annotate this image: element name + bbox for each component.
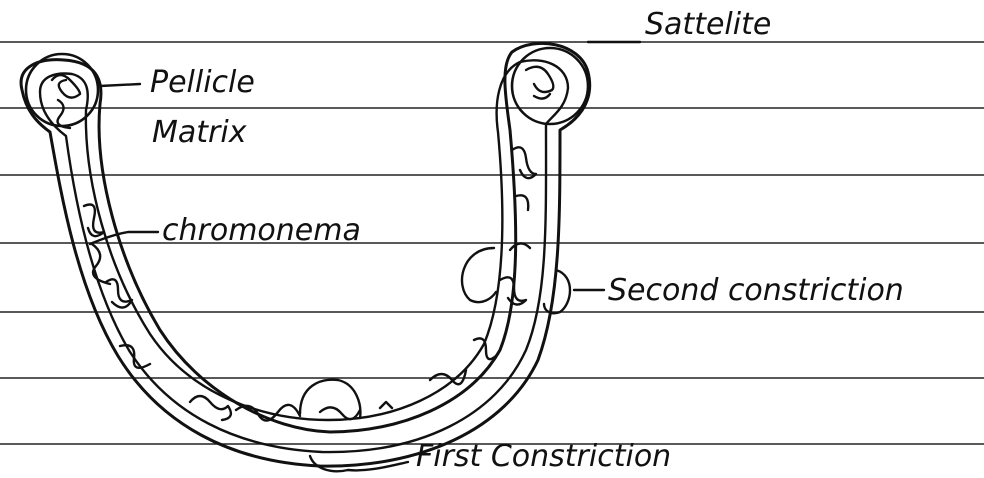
chromonema-coil [320, 402, 392, 419]
label-second-constriction: Second constriction [608, 273, 904, 308]
labels: Sattelite Pellicle Matrix chromonema Sec… [150, 7, 904, 474]
chromonema-coil [52, 75, 80, 128]
second-constriction-mark [462, 248, 496, 302]
pellicle-outline [21, 43, 590, 466]
label-chromonema: chromonema [162, 213, 361, 248]
pointer-line-pellicle [100, 84, 140, 86]
satellite-knob [512, 48, 588, 124]
chromonema-coil [526, 67, 553, 99]
label-satellite: Sattelite [645, 7, 771, 42]
ruled-lines [0, 42, 984, 444]
first-constriction-mark [300, 380, 360, 418]
label-pellicle: Pellicle [150, 65, 255, 100]
label-first-constriction: First Constriction [416, 439, 671, 474]
first-constriction-mark [310, 456, 348, 471]
label-matrix: Matrix [152, 115, 247, 150]
